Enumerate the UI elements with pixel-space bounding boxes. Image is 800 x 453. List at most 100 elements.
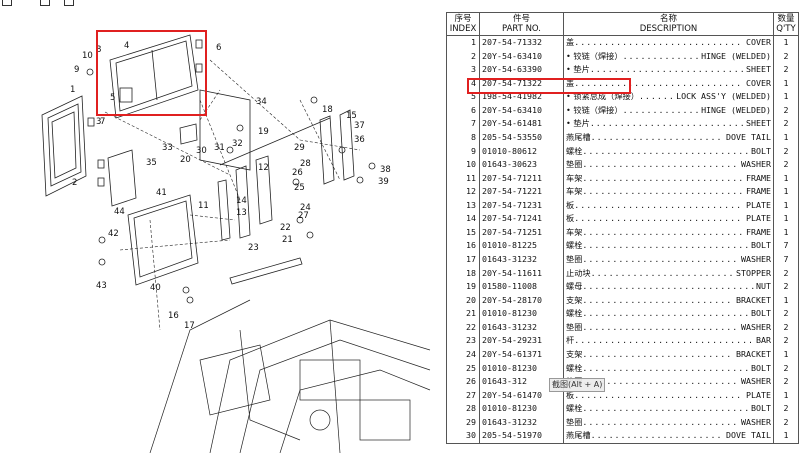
cell-description: 止动块STOPPER <box>563 266 774 281</box>
cell-qty: 1 <box>773 388 799 403</box>
cell-description: • 锁紧总成（焊接）LOCK ASS'Y (WELDED) <box>563 90 774 104</box>
toolbar-fragment <box>40 0 50 6</box>
desc-zh: • 锁紧总成（焊接） <box>566 91 639 102</box>
cell-qty: 2 <box>773 103 799 118</box>
callout-28: 28 <box>300 159 311 169</box>
cell-index: 16 <box>446 239 480 253</box>
cell-qty: 2 <box>773 334 799 348</box>
cell-part-no: 20Y-54-63390 <box>479 63 564 77</box>
desc-zh: 板 <box>566 199 575 210</box>
cell-index: 15 <box>446 225 480 240</box>
callout-31: 31 <box>214 143 225 153</box>
cell-index: 26 <box>446 375 480 389</box>
desc-en: PLATE <box>746 199 771 210</box>
desc-zh: 杆 <box>566 335 575 346</box>
desc-en: WASHER <box>741 159 771 170</box>
callout-22: 22 <box>280 223 291 233</box>
cell-qty: 2 <box>773 280 799 294</box>
desc-en: HINGE (WELDED) <box>701 104 771 115</box>
cell-qty: 1 <box>773 130 799 145</box>
callout-13: 13 <box>236 208 247 218</box>
desc-en: FRAME <box>746 186 771 197</box>
desc-zh: 垫圈 <box>566 159 583 170</box>
callout-5: 5 <box>110 93 115 103</box>
cell-index: 19 <box>446 280 480 294</box>
cell-qty: 1 <box>773 212 799 226</box>
leader-dots <box>574 212 744 226</box>
cell-qty: 1 <box>773 90 799 104</box>
desc-zh: 螺栓 <box>566 308 583 319</box>
desc-en: BAR <box>756 335 771 346</box>
desc-en: BRACKET <box>736 348 771 359</box>
cell-qty: 2 <box>773 320 799 335</box>
cell-part-no: 01580-11008 <box>479 280 564 294</box>
leader-dots <box>591 131 724 145</box>
callout-6: 6 <box>216 43 221 53</box>
leader-dots <box>590 117 744 131</box>
cell-index: 20 <box>446 293 480 308</box>
cell-qty: 1 <box>773 429 799 444</box>
callout-14: 14 <box>236 196 247 206</box>
cell-description: • 铰链（焊接）HINGE (WELDED) <box>563 103 774 118</box>
cell-index: 18 <box>446 266 480 281</box>
cell-qty: 2 <box>773 307 799 321</box>
callout-26: 26 <box>292 168 303 178</box>
desc-zh: 螺栓 <box>566 403 583 414</box>
cell-description: 螺栓BOLT <box>563 239 774 253</box>
cell-qty: 2 <box>773 158 799 172</box>
cell-part-no: 20Y-54-29231 <box>479 334 564 348</box>
cell-qty: 1 <box>773 171 799 186</box>
leader-dots <box>590 63 744 77</box>
callout-44: 44 <box>114 207 125 217</box>
leader-dots <box>582 375 739 389</box>
cell-qty: 2 <box>773 361 799 376</box>
desc-en: NUT <box>756 281 771 292</box>
cell-description: 垫圈WASHER <box>563 320 774 335</box>
desc-zh: 盖 <box>566 77 575 88</box>
cell-qty: 2 <box>773 402 799 416</box>
callout-9: 9 <box>74 65 79 75</box>
cell-index: 10 <box>446 158 480 172</box>
cell-index: 1 <box>446 35 480 50</box>
desc-zh: 车架 <box>566 172 583 183</box>
cell-qty: 7 <box>773 239 799 253</box>
cell-part-no: 20Y-54-63410 <box>479 49 564 64</box>
cell-index: 21 <box>446 307 480 321</box>
callout-41: 41 <box>156 188 167 198</box>
cell-index: 24 <box>446 347 480 362</box>
cell-qty: 1 <box>773 198 799 213</box>
desc-zh: • 垫片 <box>566 118 590 129</box>
desc-en: STOPPER <box>736 267 771 278</box>
desc-zh: 支架 <box>566 348 583 359</box>
desc-en: PLATE <box>746 213 771 224</box>
cell-description: 支架BRACKET <box>563 293 774 308</box>
leader-dots <box>623 50 700 64</box>
cropped-toolbar-edge <box>0 0 800 6</box>
cell-qty: 2 <box>773 144 799 159</box>
cell-part-no: 01010-81230 <box>479 402 564 416</box>
leader-dots <box>582 158 739 172</box>
desc-en: SHEET <box>746 64 771 75</box>
desc-zh: • 垫片 <box>566 64 590 75</box>
part-sheet-33 <box>179 123 198 145</box>
cell-part-no: 205-54-53550 <box>479 130 564 145</box>
callout-19: 19 <box>258 127 269 137</box>
callout-35: 35 <box>146 158 157 168</box>
desc-zh: 板 <box>566 213 575 224</box>
cell-index: 6 <box>446 103 480 118</box>
